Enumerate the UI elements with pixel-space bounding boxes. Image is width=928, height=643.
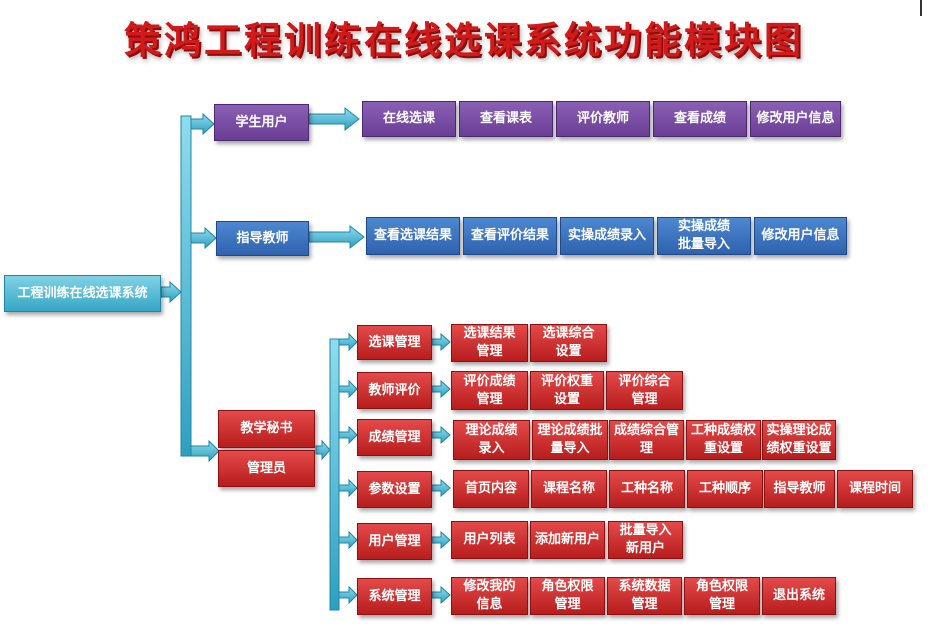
root-arrow (160, 280, 182, 304)
student-func-arrow (308, 106, 360, 132)
module-func-arrow-5 (431, 530, 451, 550)
module-6-func-3: 系统数据 管理 (607, 577, 682, 615)
student-func-4: 查看成绩 (653, 101, 747, 137)
module-func-arrow-4 (431, 478, 451, 498)
sub-trunk (329, 338, 340, 611)
module-arrow-5 (338, 530, 358, 550)
teacher-func-arrow (308, 224, 365, 250)
student-user-box: 学生用户 (214, 104, 309, 141)
module-teacher-evaluation: 教师评价 (357, 372, 432, 409)
module-func-arrow-3 (431, 425, 451, 445)
admin-arrow (190, 439, 220, 463)
module-5-func-3: 批量导入 新用户 (608, 521, 683, 559)
module-func-arrow-6 (431, 585, 451, 605)
student-func-3: 评价教师 (556, 101, 650, 137)
module-4-func-5: 指导教师 (764, 470, 835, 508)
module-4-func-4: 工种顺序 (687, 470, 763, 508)
module-course-selection: 选课管理 (357, 325, 432, 360)
module-parameter-settings: 参数设置 (357, 471, 432, 508)
module-arrow-3 (338, 425, 358, 445)
module-6-func-2: 角色权限 管理 (530, 577, 605, 615)
module-3-func-4: 工种成绩权 重设置 (686, 420, 761, 460)
teacher-arrow (190, 226, 217, 250)
diagram-title: 策鸿工程训练在线选课系统功能模块图 (124, 18, 804, 62)
admin-sub-arrow (315, 439, 331, 461)
module-arrow-2 (338, 379, 358, 399)
module-3-func-1: 理论成绩 录入 (453, 420, 530, 460)
module-6-func-1: 修改我的 信息 (451, 577, 528, 615)
teacher-func-5: 修改用户信息 (754, 217, 847, 255)
module-4-func-1: 首页内容 (453, 470, 529, 508)
module-3-func-2: 理论成绩批 量导入 (532, 420, 608, 460)
module-4-func-3: 工种名称 (609, 470, 685, 508)
module-5-func-2: 添加新用户 (530, 521, 605, 559)
module-arrow-4 (338, 478, 358, 498)
module-6-func-4: 角色权限 管理 (684, 577, 760, 615)
student-func-1: 在线选课 (362, 101, 456, 137)
module-2-func-1: 评价成绩 管理 (451, 371, 528, 410)
teacher-func-3: 实操成绩录入 (560, 217, 654, 255)
module-4-func-6: 课程时间 (837, 470, 913, 508)
module-3-func-5: 实操理论成 绩权重设置 (762, 420, 836, 460)
teacher-box: 指导教师 (216, 221, 309, 256)
module-user-management: 用户管理 (357, 523, 432, 560)
admin-secretary-box: 教学秘书 (218, 410, 315, 448)
module-5-func-1: 用户列表 (451, 521, 528, 559)
module-4-func-2: 课程名称 (531, 470, 607, 508)
teacher-func-1: 查看选课结果 (366, 217, 460, 255)
student-arrow (190, 112, 215, 136)
module-grade-management: 成绩管理 (357, 419, 432, 456)
module-func-arrow-2 (431, 379, 451, 399)
main-trunk (180, 115, 192, 457)
module-3-func-3: 成绩综合管 理 (609, 420, 684, 460)
module-system-management: 系统管理 (357, 578, 432, 615)
edge-mark (920, 0, 922, 16)
teacher-func-2: 查看评价结果 (463, 217, 557, 255)
student-func-2: 查看课表 (459, 101, 553, 137)
admin-manager-box: 管理员 (218, 450, 315, 487)
module-6-func-5: 退出系统 (762, 577, 836, 615)
module-2-func-3: 评价综合 管理 (606, 371, 683, 410)
module-func-arrow-1 (431, 332, 451, 352)
root-system-box: 工程训练在线选课系统 (4, 275, 161, 312)
module-1-func-1: 选课结果 管理 (451, 324, 528, 362)
module-arrow-1 (338, 332, 358, 352)
module-1-func-2: 选课综合 设置 (530, 324, 607, 362)
student-func-5: 修改用户信息 (750, 101, 841, 137)
teacher-func-4: 实操成绩 批量导入 (657, 217, 751, 255)
module-2-func-2: 评价权重 设置 (530, 371, 604, 410)
module-arrow-6 (338, 585, 358, 605)
